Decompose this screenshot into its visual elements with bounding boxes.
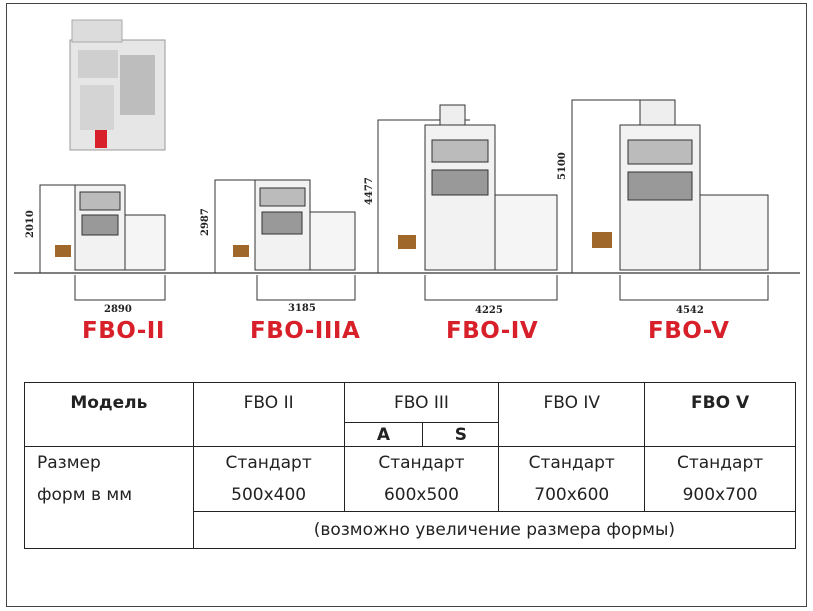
model-label-fbo-v: FBO-V xyxy=(648,318,730,344)
cell-fbo-iii-size: Стандарт 600x500 xyxy=(343,446,500,512)
row-label-line2: форм в мм xyxy=(37,485,133,505)
cell-size-text: 700x600 xyxy=(534,485,610,505)
fbo-iv-width-dim: 4225 xyxy=(475,305,503,316)
cell-standard-text: Стандарт xyxy=(676,453,764,473)
fbo-v-width-dim: 4542 xyxy=(676,305,704,316)
fbo-iiia-height-dim: 2987 xyxy=(200,208,211,236)
machines-diagram xyxy=(14,19,800,301)
table-row-note: (возможно увеличение размера формы) xyxy=(25,511,797,549)
cell-size-text: 500x400 xyxy=(231,485,307,505)
cell-fbo-iv-size: Стандарт 700x600 xyxy=(498,446,646,512)
header-fbo-iii: FBO III xyxy=(343,382,500,423)
machine-fbo-iiia xyxy=(214,179,356,301)
header-fbo-iv: FBO IV xyxy=(498,382,646,447)
fbo-v-height-dim: 5100 xyxy=(557,152,568,180)
fbo-ii-width-dim: 2890 xyxy=(104,304,132,315)
cell-fbo-v-size: Стандарт 900x700 xyxy=(644,446,796,512)
model-label-fbo-ii: FBO-II xyxy=(82,318,165,344)
machine-fbo-ii xyxy=(39,184,166,301)
machine-fbo-v xyxy=(571,99,769,301)
row-label-size: Размер форм в мм xyxy=(24,446,194,549)
machine-photo-image xyxy=(69,19,166,151)
cell-size-text: 600x500 xyxy=(383,485,459,505)
cell-size-text: 900x700 xyxy=(682,485,758,505)
fbo-iv-height-dim: 4477 xyxy=(364,177,375,205)
fbo-ii-height-dim: 2010 xyxy=(25,210,36,238)
table-header-row: Модель FBO II FBO III FBO IV FBO V xyxy=(24,382,796,447)
header-fbo-iii-a: A xyxy=(343,422,424,447)
row-label-line1: Размер xyxy=(37,453,101,473)
header-model: Модель xyxy=(24,382,194,447)
model-label-fbo-iiia: FBO-IIIA xyxy=(250,318,361,344)
cell-standard-text: Стандарт xyxy=(528,453,615,473)
table-row-size: Размер форм в мм Стандарт 500x400 Станда… xyxy=(24,446,796,549)
note-cell: (возможно увеличение размера формы) xyxy=(192,511,797,549)
fbo-iiia-width-dim: 3185 xyxy=(288,303,316,314)
cell-fbo-ii-size: Стандарт 500x400 xyxy=(192,446,345,512)
cell-standard-text: Стандарт xyxy=(225,453,312,473)
header-fbo-v: FBO V xyxy=(644,382,796,447)
spec-table: Модель FBO II FBO III FBO IV FBO V A S Р… xyxy=(24,382,797,549)
machine-fbo-iv xyxy=(377,104,558,301)
model-label-fbo-iv: FBO-IV xyxy=(446,318,539,344)
header-fbo-ii: FBO II xyxy=(192,382,345,447)
cell-standard-text: Стандарт xyxy=(378,453,465,473)
header-fbo-iii-s: S xyxy=(422,422,500,447)
